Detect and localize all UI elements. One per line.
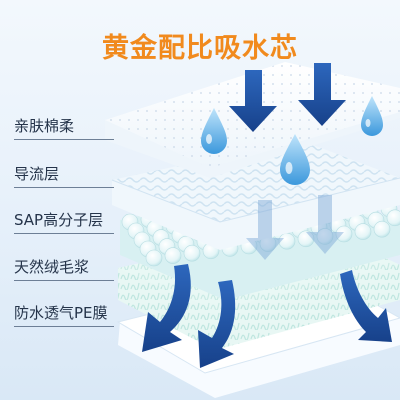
leader-line: [14, 280, 114, 281]
leader-line: [14, 233, 114, 234]
page-title: 黄金配比吸水芯: [102, 33, 298, 64]
layer-label-soft: 亲肤棉柔: [14, 117, 75, 135]
leader-line: [14, 139, 114, 140]
layer-label-sap: SAP高分子层: [14, 211, 104, 229]
layer-label-fluff: 天然绒毛浆: [14, 258, 90, 276]
layer-label-guide: 导流层: [14, 165, 60, 183]
layer-label-pe: 防水透气PE膜: [14, 304, 108, 322]
leader-line: [14, 326, 114, 327]
flow-arrows-faint: [246, 195, 344, 260]
down-arrow-icon: [229, 63, 346, 132]
water-drop-icon: [201, 96, 383, 185]
leader-line: [14, 187, 114, 188]
curved-arrow-icon: [142, 264, 392, 368]
